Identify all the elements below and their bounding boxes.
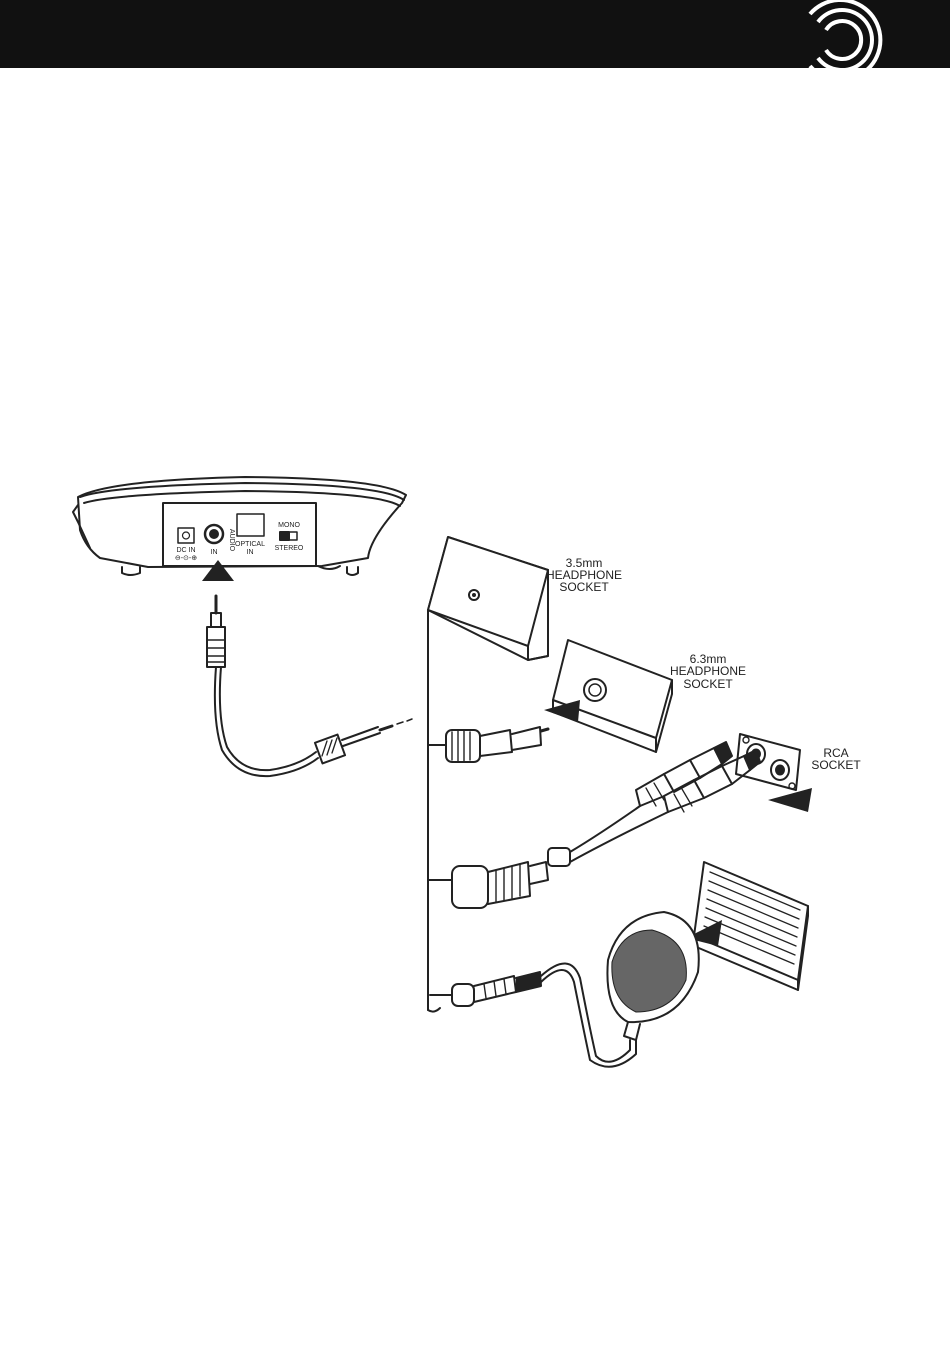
label-jack-6-3mm: 6.3mm HEADPHONE SOCKET [670,652,746,691]
svg-text:HEADPHONE: HEADPHONE [670,664,746,678]
microphone-pickup [430,912,699,1067]
label-optical: OPTICAL [235,541,265,548]
svg-text:SOCKET: SOCKET [559,580,609,594]
transmitter-unit [73,477,406,575]
svg-text:SOCKET: SOCKET [683,677,733,691]
label-optical-in: IN [247,549,254,556]
headphone-socket-6-3mm [553,640,672,752]
svg-text:SOCKET: SOCKET [811,758,861,772]
label-mono: MONO [278,522,300,529]
plug-cable-3-5mm [207,596,412,776]
adapter-plug-6-3mm [428,727,548,762]
label-dc-symbol: ⊖-⊙-⊕ [175,555,197,562]
label-jack-3-5mm: 3.5mm HEADPHONE SOCKET [546,556,622,594]
arrow-into-rca-socket [768,788,812,812]
label-stereo: STEREO [275,545,304,552]
label-dc-in: DC IN [176,547,195,554]
headphone-socket-3-5mm [428,537,548,660]
label-audio: AUDIO [228,529,235,552]
label-audio-in: IN [211,549,218,556]
label-rca-socket: RCA SOCKET [811,746,861,772]
